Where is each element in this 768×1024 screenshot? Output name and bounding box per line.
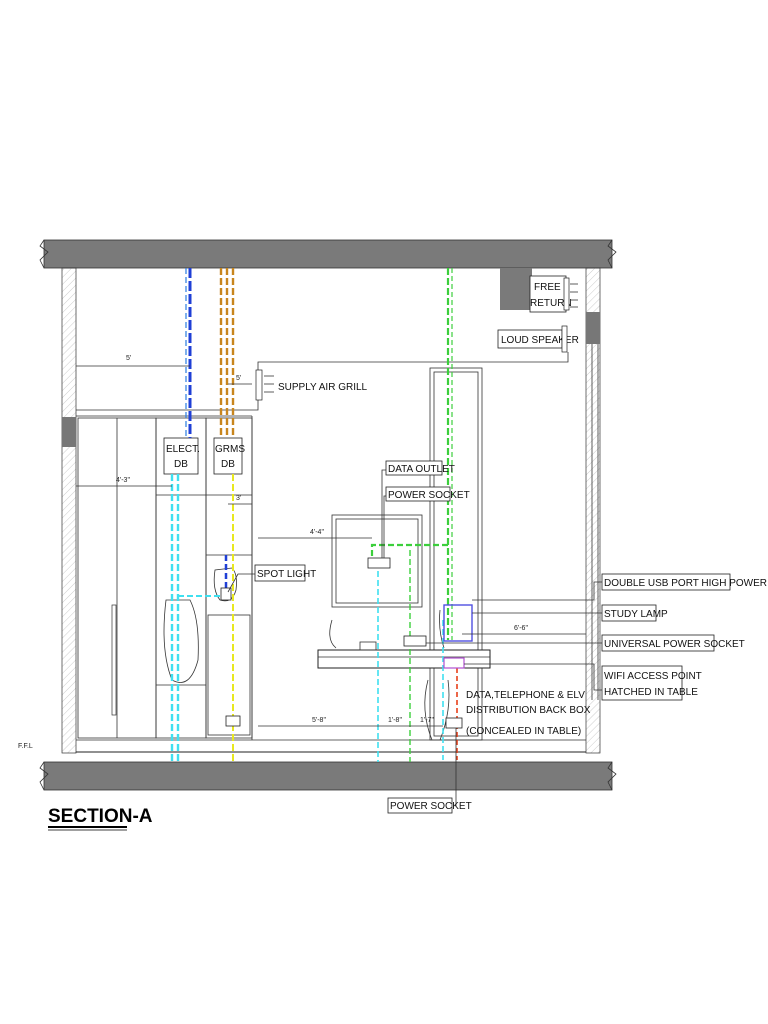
- elect-db-label-1: ELECT.: [166, 444, 200, 455]
- grms-db-box: [213, 437, 243, 475]
- air-flow-icon: [264, 375, 274, 393]
- hanging-garment: [163, 599, 199, 683]
- grms-db-label-1: GRMS: [215, 444, 245, 455]
- dimension-lines: 5' 4'-3" 5' 3' 4'-4" 5'-8" 1'-8" 1'-7" 6…: [76, 355, 586, 727]
- section-title: SECTION-A: [48, 806, 153, 827]
- spot-light-label: SPOT LIGHT: [257, 569, 316, 580]
- power-socket-bottom-icon: [445, 717, 463, 729]
- double-usb-box: [601, 573, 731, 591]
- false-ceiling: [76, 352, 569, 740]
- wifi-box: [601, 665, 683, 701]
- distribution-label-2: DISTRIBUTION BACK BOX: [466, 705, 591, 716]
- ffl-label: F.F.L: [18, 743, 33, 750]
- supply-air-grill-label: SUPPLY AIR GRILL: [278, 382, 368, 393]
- dim-d7: 1'-8": [388, 717, 402, 724]
- wifi-access-point-icon: [443, 657, 465, 669]
- supply-air-grill-icon: [255, 369, 263, 401]
- chair: [424, 679, 450, 741]
- speaker-icon: [561, 325, 568, 353]
- universal-socket-label: UNIVERSAL POWER SOCKET: [604, 639, 745, 650]
- conduit-cyan: [170, 474, 444, 762]
- free-return-label-2: RETURN: [530, 298, 572, 309]
- double-usb-label: DOUBLE USB PORT HIGH POWER: [604, 578, 767, 589]
- study-lamp-outline: [443, 604, 473, 642]
- free-return-grill-icon: [563, 277, 578, 311]
- study-lamp-box: [601, 604, 657, 622]
- dim-d9: 6'-6": [514, 625, 528, 632]
- conduit-orange: [219, 268, 235, 438]
- floor-slab: [39, 761, 617, 791]
- wardrobe-handle: [111, 604, 117, 716]
- free-return-label-1: FREE: [534, 282, 561, 293]
- data-outlet-label: DATA OUTLET: [388, 464, 455, 475]
- data-outlet-icon: [367, 557, 391, 569]
- tv-screen: [331, 514, 423, 608]
- universal-socket-box: [601, 634, 715, 652]
- elect-db-box: [163, 437, 199, 475]
- leader-lines: [227, 469, 602, 806]
- power-socket-top-box: [385, 486, 451, 502]
- conduit-green: [370, 268, 453, 762]
- dim-d8: 1'-7": [420, 717, 434, 724]
- wardrobe: [77, 417, 253, 739]
- window-frame: [429, 367, 483, 741]
- right-wall: [585, 267, 601, 754]
- spot-light-icon: [220, 587, 232, 601]
- power-socket-bottom-box: [387, 797, 453, 814]
- conduit-blue: [185, 268, 228, 595]
- wifi-label-2: HATCHED IN TABLE: [604, 687, 698, 698]
- power-socket-top-label: POWER SOCKET: [388, 490, 470, 501]
- distribution-label-1: DATA,TELEPHONE & ELV: [466, 690, 585, 701]
- universal-socket-icon: [403, 635, 427, 647]
- dim-d6: 5'-8": [312, 717, 326, 724]
- spot-light-box: [254, 564, 306, 582]
- dim-d4: 3': [236, 495, 241, 502]
- ceiling-slab: [39, 239, 617, 269]
- dim-d3: 5': [236, 375, 241, 382]
- dim-d1: 5': [126, 355, 131, 362]
- free-return-box: [529, 275, 567, 313]
- return-duct: [500, 268, 532, 310]
- elect-db-label-2: DB: [174, 459, 188, 470]
- study-lamp-label: STUDY LAMP: [604, 609, 668, 620]
- left-wall: [61, 267, 77, 754]
- grms-db-label-2: DB: [221, 459, 235, 470]
- wardrobe-socket-icon: [225, 715, 241, 727]
- wifi-label-1: WIFI ACCESS POINT: [604, 671, 702, 682]
- data-outlet-box: [385, 460, 443, 476]
- distribution-label-3: (CONCEALED IN TABLE): [466, 726, 581, 737]
- study-desk: [317, 609, 491, 741]
- power-socket-bottom-label: POWER SOCKET: [390, 801, 472, 812]
- loud-speaker-label: LOUD SPEAKER: [501, 335, 579, 346]
- dim-d5: 4'-4": [310, 529, 324, 536]
- dim-d2: 4'-3": [116, 477, 130, 484]
